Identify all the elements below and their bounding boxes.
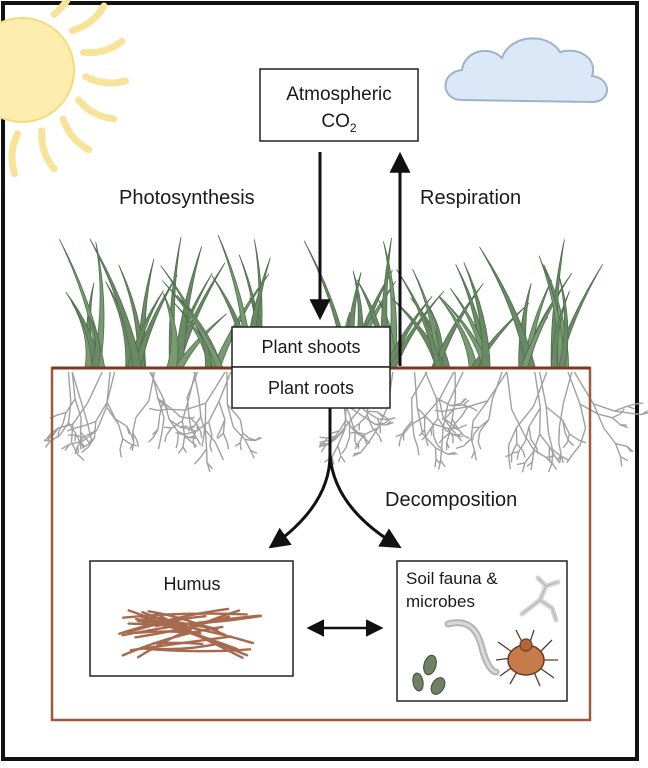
respiration-label: Respiration [420,187,521,209]
decomposition-label: Decomposition [385,489,517,511]
microbe-icon [412,654,446,695]
soil-fauna-box: Soil fauna & microbes [396,560,568,702]
svg-text:Plant roots: Plant roots [268,378,354,398]
photosynthesis-label: Photosynthesis [119,187,255,209]
svg-text:Plant shoots: Plant shoots [261,337,360,357]
atmospheric-co2-box: Atmospheric CO2 [259,68,419,142]
plant-shoots-box: Plant shoots [231,326,391,368]
atmospheric-label: Atmospheric [286,84,392,105]
sun-icon [0,0,129,178]
cloud-icon [444,37,608,104]
humus-box: Humus [89,560,294,677]
soil-fauna-label: Soil fauna & [406,569,498,588]
decomposition-arrow-fauna [328,454,402,549]
plant-roots-box: Plant roots [231,366,391,409]
humus-fibers-icon [118,607,263,659]
mite-icon [495,629,558,687]
humus-label: Humus [163,574,220,594]
microbes-label: microbes [406,592,475,611]
co2-label: CO2 [321,111,357,135]
